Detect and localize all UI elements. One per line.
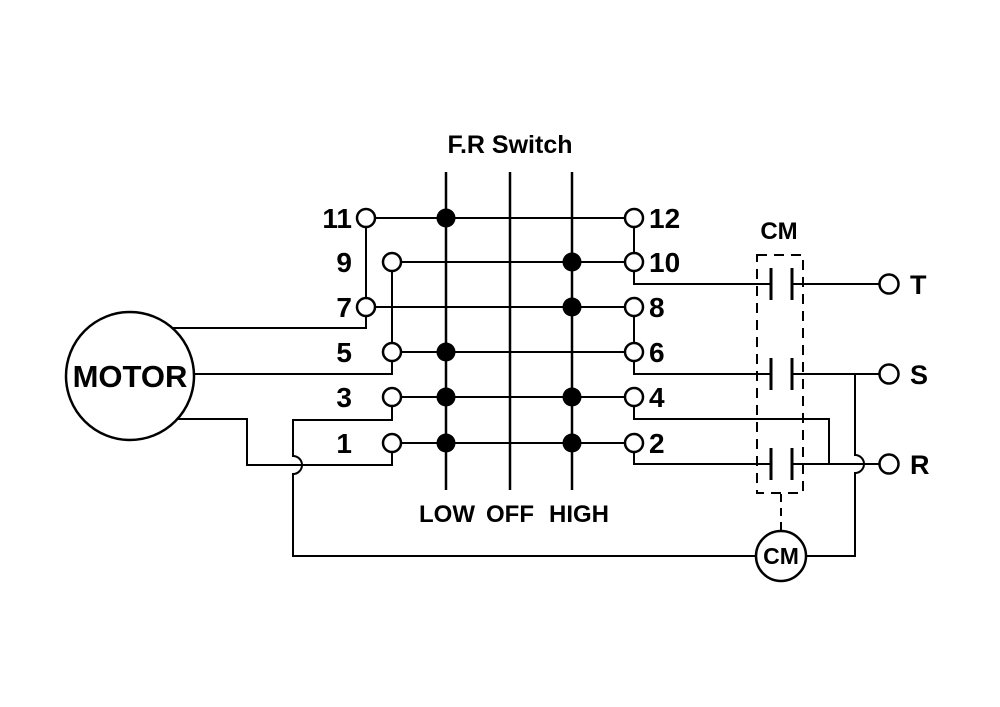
motor-lead-bottom-to-1: [177, 418, 393, 466]
terminal-5-label: 5: [336, 337, 352, 368]
terminal-4-circle: [623, 386, 645, 408]
cm-contactor-box: [756, 254, 804, 494]
left-terminal-labels: 11 9 7 5 3 1: [322, 203, 352, 459]
switch-terminal-circles: [355, 207, 645, 454]
terminal-S-circle: [878, 363, 900, 385]
terminal-5-circle: [381, 341, 403, 363]
terminal-7-circle: [355, 296, 377, 318]
terminal-R-label: R: [910, 450, 930, 480]
cm-contactor: CM: [756, 218, 804, 530]
terminal-9-circle: [381, 251, 403, 273]
contact-dot-low-11: [436, 208, 456, 228]
terminal-3-label: 3: [336, 382, 352, 413]
motor-lead-middle: [194, 360, 393, 375]
right-terminal-labels: 12 10 8 6 4 2: [649, 203, 680, 459]
terminal-11-circle: [355, 207, 377, 229]
right-wiring: [633, 227, 880, 557]
terminal-R-circle: [878, 453, 900, 475]
terminal-8-circle: [623, 296, 645, 318]
wire-4-to-R: [633, 405, 830, 463]
feed-S-left: [633, 360, 771, 375]
contact-dot-low-1: [436, 433, 456, 453]
terminal-11-label: 11: [322, 203, 352, 234]
supply-terminal-labels: T S R: [910, 270, 930, 480]
cm-contactor-label: CM: [760, 218, 797, 245]
terminal-10-label: 10: [649, 247, 680, 278]
wire-S-to-coil: [806, 374, 865, 557]
terminal-6-label: 6: [649, 337, 665, 368]
position-label-high: HIGH: [549, 501, 609, 528]
cm-coil-label: CM: [763, 543, 799, 569]
cm-contact-R: [769, 448, 794, 480]
terminal-12-circle: [623, 207, 645, 229]
switch-title: F.R Switch: [447, 131, 572, 159]
contact-dot-low-3: [436, 387, 456, 407]
terminal-3-circle: [381, 386, 403, 408]
terminal-10-circle: [623, 251, 645, 273]
contact-dot-high-7: [562, 297, 582, 317]
switch-position-labels: LOW OFF HIGH: [419, 501, 609, 528]
position-label-off: OFF: [486, 501, 534, 528]
wire-3-to-coil: [292, 405, 757, 557]
terminal-12-label: 12: [649, 203, 680, 234]
terminal-1-label: 1: [336, 428, 352, 459]
terminal-T-label: T: [910, 270, 927, 300]
cm-contact-S: [769, 358, 794, 390]
terminal-T-circle: [878, 273, 900, 295]
cm-contact-T: [769, 268, 794, 300]
terminal-2-circle: [623, 432, 645, 454]
switch-row-wires: [375, 217, 626, 444]
contact-dot-high-1: [562, 433, 582, 453]
feed-T-left: [633, 270, 771, 285]
motor-circle: [64, 310, 196, 442]
feed-R-left: [633, 451, 771, 465]
terminal-S-label: S: [910, 360, 928, 390]
terminal-4-label: 4: [649, 382, 665, 413]
left-wiring: [172, 227, 757, 557]
position-label-low: LOW: [419, 501, 475, 528]
supply-terminal-circles: [878, 273, 900, 475]
contact-dot-high-9: [562, 252, 582, 272]
terminal-9-label: 9: [336, 247, 352, 278]
cm-coil-circle: [754, 529, 808, 583]
contact-dot-high-3: [562, 387, 582, 407]
motor-label: MOTOR: [73, 359, 188, 394]
contact-dot-low-5: [436, 342, 456, 362]
terminal-1-circle: [381, 432, 403, 454]
motor-lead-top: [172, 315, 367, 329]
terminal-7-label: 7: [336, 292, 352, 323]
switch-contact-dots: [436, 208, 582, 453]
terminal-2-label: 2: [649, 428, 665, 459]
terminal-8-label: 8: [649, 292, 665, 323]
terminal-6-circle: [623, 341, 645, 363]
